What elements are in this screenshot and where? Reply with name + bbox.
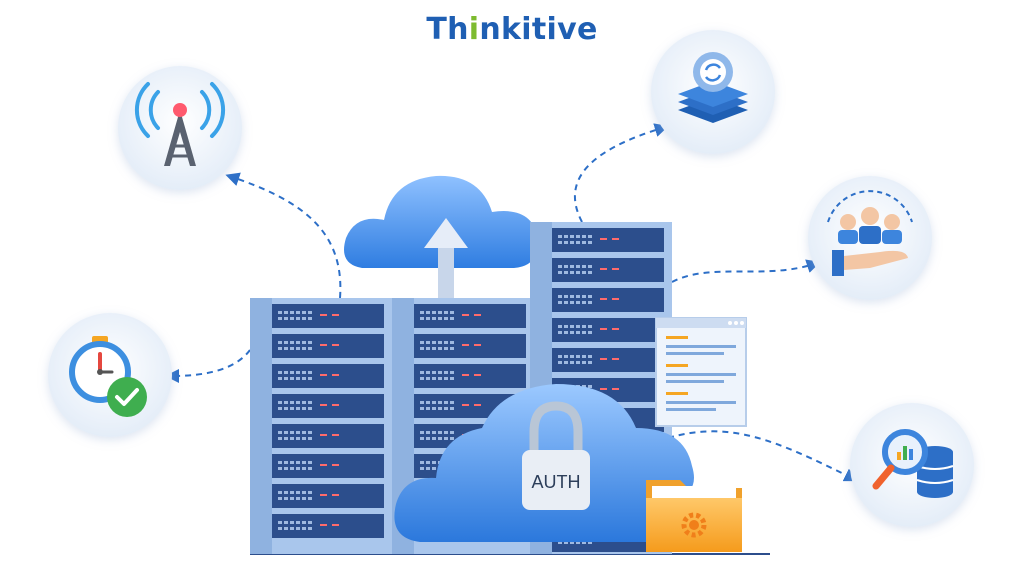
server-unit — [272, 454, 384, 478]
server-unit — [272, 394, 384, 418]
database-search-icon — [872, 429, 954, 498]
server-unit — [414, 304, 526, 328]
server-unit — [272, 304, 384, 328]
logo-accent-letter: i — [468, 12, 480, 47]
database-sync-icon — [678, 52, 748, 123]
brand-logo: Thinkitive — [0, 12, 1024, 47]
lock-label: AUTH — [532, 472, 581, 492]
cloud-upload-icon — [344, 175, 539, 302]
stopwatch-icon — [69, 336, 147, 417]
server-unit — [552, 318, 664, 342]
server-unit — [414, 364, 526, 388]
server-unit — [552, 258, 664, 282]
code-panel — [655, 317, 747, 427]
server-unit — [272, 514, 384, 538]
server-unit — [414, 334, 526, 358]
server-unit — [272, 484, 384, 508]
tower-icon — [134, 82, 226, 166]
server-unit — [272, 364, 384, 388]
server-unit — [552, 228, 664, 252]
team-hand-icon — [827, 190, 913, 276]
server-unit — [552, 348, 664, 372]
logo-text-1: Th — [426, 12, 469, 47]
connector-lines — [165, 123, 859, 482]
server-unit — [272, 334, 384, 358]
server-unit — [272, 424, 384, 448]
folder-gear-icon — [646, 480, 742, 552]
logo-text-2: nkitive — [479, 12, 598, 47]
server-unit — [552, 288, 664, 312]
lock-icon: AUTH — [522, 401, 590, 510]
